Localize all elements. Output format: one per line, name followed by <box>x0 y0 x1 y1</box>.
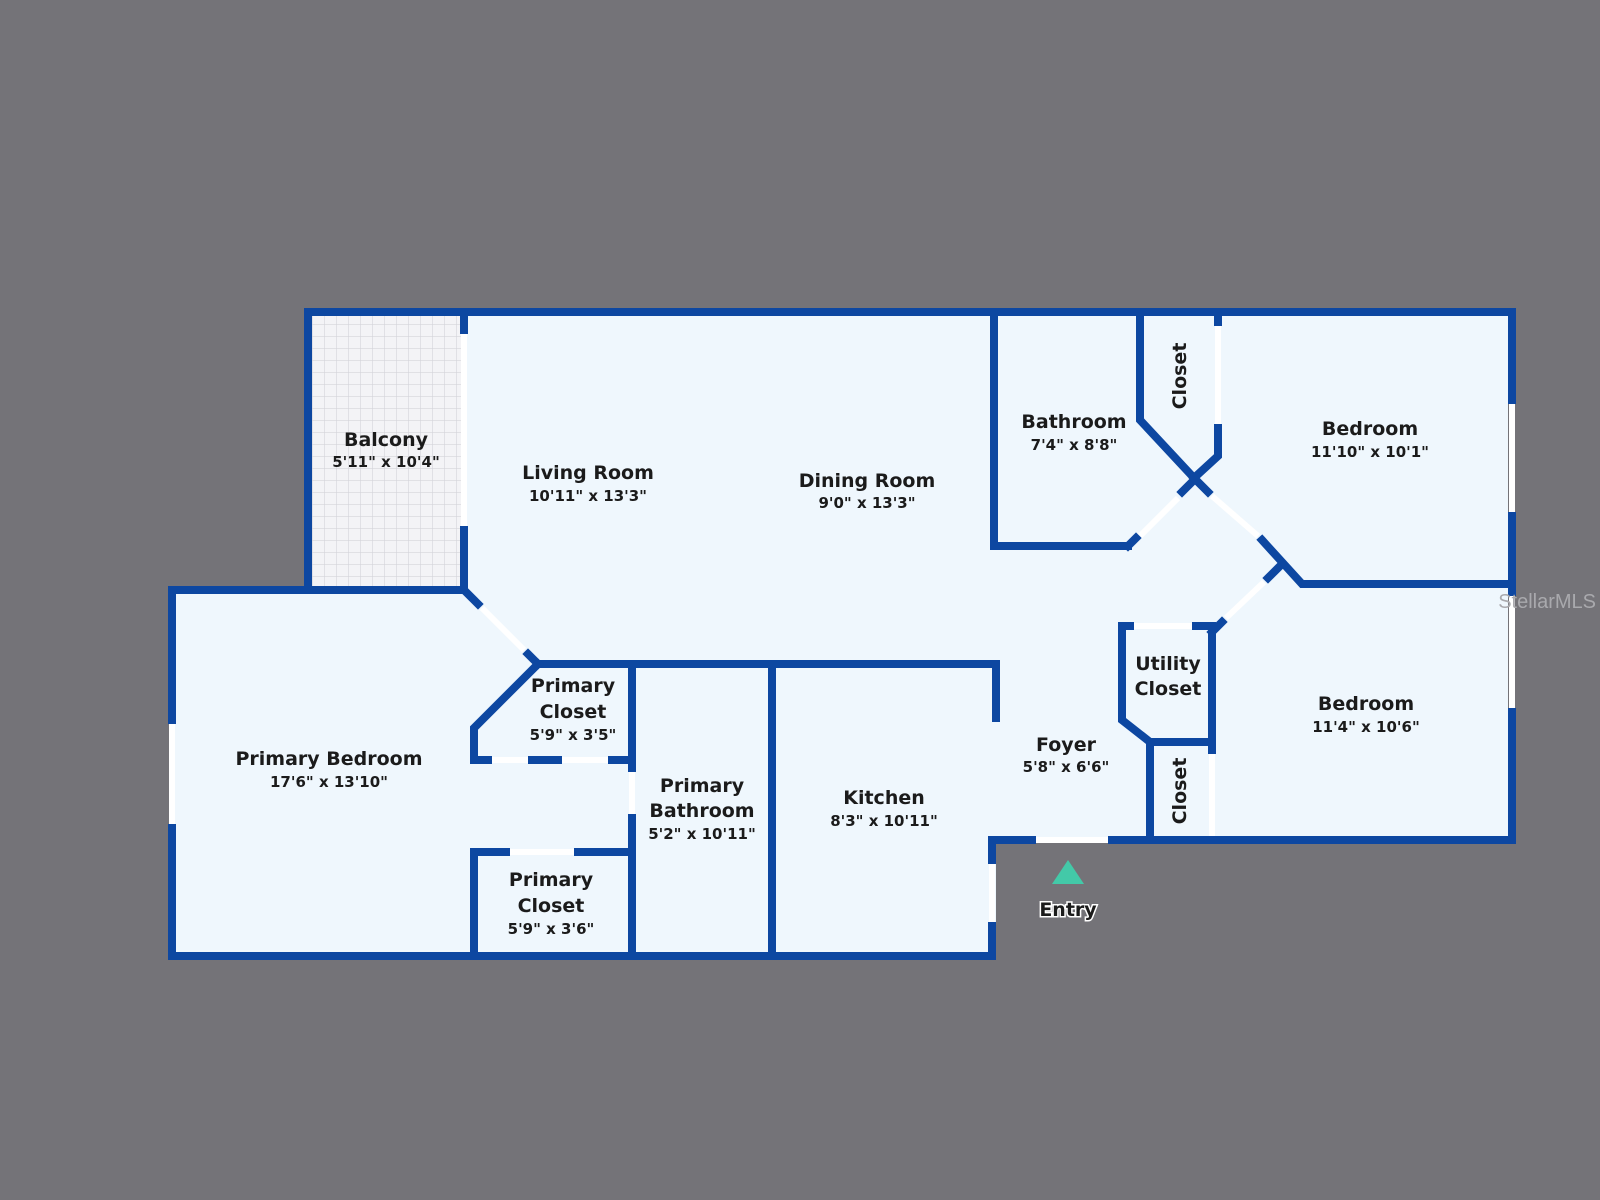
entry-label: Entry <box>1039 899 1097 921</box>
floor-area <box>172 312 1508 954</box>
closet-bottom-name: Closet <box>1169 758 1191 825</box>
balcony-dims: 5'11" x 10'4" <box>332 453 440 471</box>
utility-closet-name-1: Utility <box>1135 653 1201 675</box>
bathroom-dims: 7'4" x 8'8" <box>1031 436 1118 454</box>
exterior-wall-bottom <box>168 824 996 960</box>
bathroom-diagonal-a <box>1122 532 1142 552</box>
primary-closet-upper-dims: 5'9" x 3'5" <box>530 726 617 744</box>
balcony-floor <box>308 312 466 586</box>
primary-bedroom-dims: 17'6" x 13'10" <box>270 773 388 791</box>
bathroom-name: Bathroom <box>1021 411 1126 433</box>
kitchen-dims: 8'3" x 10'11" <box>830 812 938 830</box>
bedroom2-diagonal-a <box>1262 562 1284 584</box>
primary-bedroom-diagonal-a <box>458 584 484 610</box>
entry-arrow-icon <box>1052 860 1084 884</box>
living-room-dims: 10'11" x 13'3" <box>529 487 647 505</box>
foyer-dims: 5'8" x 6'6" <box>1023 758 1110 776</box>
kitchen-name: Kitchen <box>843 787 925 809</box>
dining-room-name: Dining Room <box>799 470 936 492</box>
openings <box>169 326 1515 922</box>
bedroom1-south-wall <box>1256 534 1516 588</box>
primary-closet-lower-wall-left <box>470 848 510 960</box>
exterior-wall-top <box>304 308 1516 594</box>
room-labels: Balcony 5'11" x 10'4" Living Room 10'11"… <box>235 343 1429 938</box>
entry-marker: Entry <box>1038 860 1099 923</box>
living-south-wall <box>534 660 1000 722</box>
walls <box>168 308 1516 960</box>
primary-closet-upper-name-1: Primary <box>531 675 616 697</box>
bathroom-diagonal-b <box>1176 474 1200 498</box>
bedroom-1-name: Bedroom <box>1322 418 1418 440</box>
primary-bedroom-door <box>479 605 527 653</box>
dining-room-dims: 9'0" x 13'3" <box>818 494 915 512</box>
watermark: StellarMLS <box>1498 591 1596 613</box>
closet-top-name: Closet <box>1169 343 1191 410</box>
bathroom-door <box>1137 495 1181 539</box>
primary-bedroom-name: Primary Bedroom <box>235 748 422 770</box>
primary-closet-upper-name-2: Closet <box>540 701 607 723</box>
living-room-name: Living Room <box>522 462 654 484</box>
balcony-name: Balcony <box>344 429 429 451</box>
exterior-wall-bottom-right <box>1134 708 1516 844</box>
primary-closet-lower-name-1: Primary <box>509 869 594 891</box>
primary-closet-lower-name-2: Closet <box>518 895 585 917</box>
bathroom-wall <box>990 308 1132 550</box>
foyer-name: Foyer <box>1036 734 1097 756</box>
primary-bathroom-dims: 5'2" x 10'11" <box>648 825 756 843</box>
exterior-wall-entry-left <box>988 836 1036 864</box>
bedroom1-door <box>1210 493 1260 539</box>
primary-closet-upper-wall <box>470 658 544 764</box>
bedroom1-diagonal-a <box>1188 472 1214 498</box>
utility-closet-name-2: Closet <box>1135 678 1202 700</box>
primary-closet-lower-dims: 5'9" x 3'6" <box>508 920 595 938</box>
bedroom2-door <box>1223 579 1267 621</box>
primary-bathroom-name-1: Primary <box>660 775 745 797</box>
bedroom-1-dims: 11'10" x 10'1" <box>1311 443 1429 461</box>
primary-bathroom-name-2: Bathroom <box>649 800 754 822</box>
bedroom-2-dims: 11'4" x 10'6" <box>1312 718 1420 736</box>
bedroom-2-name: Bedroom <box>1318 693 1414 715</box>
interior-floor <box>172 312 1508 954</box>
